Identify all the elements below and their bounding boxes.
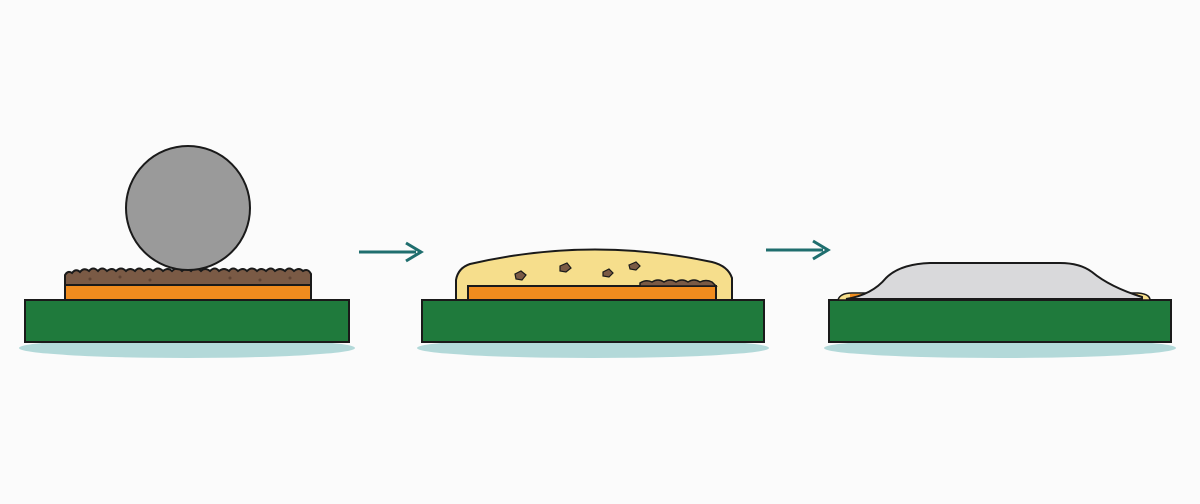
stage-3-joint-dome bbox=[845, 262, 1143, 300]
stage-2-flux-particles bbox=[514, 261, 641, 281]
stage-2-pad bbox=[467, 285, 717, 301]
stage-1-pad bbox=[64, 284, 312, 301]
stage-2-melting bbox=[417, 248, 769, 358]
process-arrow-2 bbox=[766, 239, 831, 261]
stage-1-paste-speckles bbox=[88, 275, 292, 282]
stage-1-board bbox=[24, 299, 350, 343]
stage-2-residual-paste bbox=[639, 279, 718, 287]
stage-3-solder-joint bbox=[824, 262, 1176, 358]
process-arrow-1 bbox=[359, 241, 424, 263]
stage-3-board bbox=[828, 299, 1172, 343]
stage-1-solder-ball bbox=[125, 145, 251, 271]
stage-2-board bbox=[421, 299, 765, 343]
stage-1-before-reflow bbox=[19, 145, 355, 358]
